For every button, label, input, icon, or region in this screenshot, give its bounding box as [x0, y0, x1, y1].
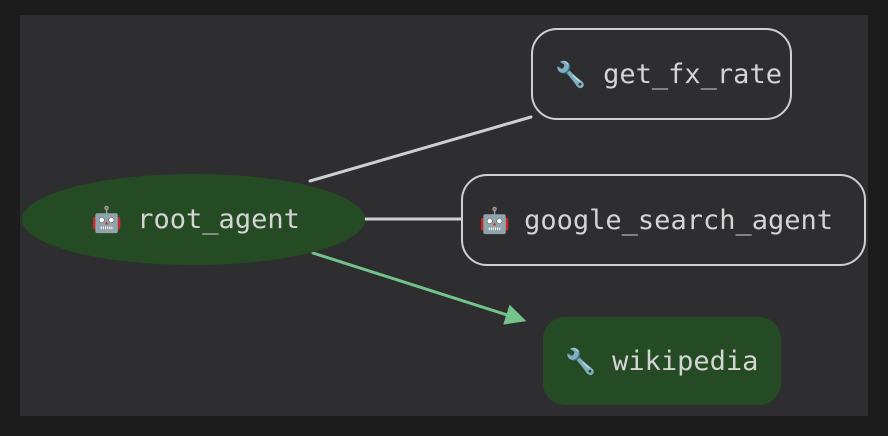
graph-node-label: wikipedia — [612, 345, 759, 377]
robot-icon: 🤖 — [91, 205, 123, 234]
graph-node-root-agent[interactable]: 🤖 root_agent — [22, 174, 365, 265]
wrench-icon: 🔧 — [555, 59, 587, 89]
graph-node-google-search-agent[interactable]: 🤖 google_search_agent — [461, 174, 866, 266]
graph-node-wikipedia[interactable]: 🔧 wikipedia — [543, 317, 781, 405]
graph-node-label: get_fx_rate — [603, 58, 782, 90]
graph-node-label: root_agent — [137, 204, 300, 235]
graph-node-get-fx-rate[interactable]: 🔧 get_fx_rate — [531, 28, 792, 120]
graph-node-label: google_search_agent — [524, 204, 833, 236]
wrench-icon: 🔧 — [565, 346, 597, 376]
robot-icon: 🤖 — [479, 205, 511, 235]
